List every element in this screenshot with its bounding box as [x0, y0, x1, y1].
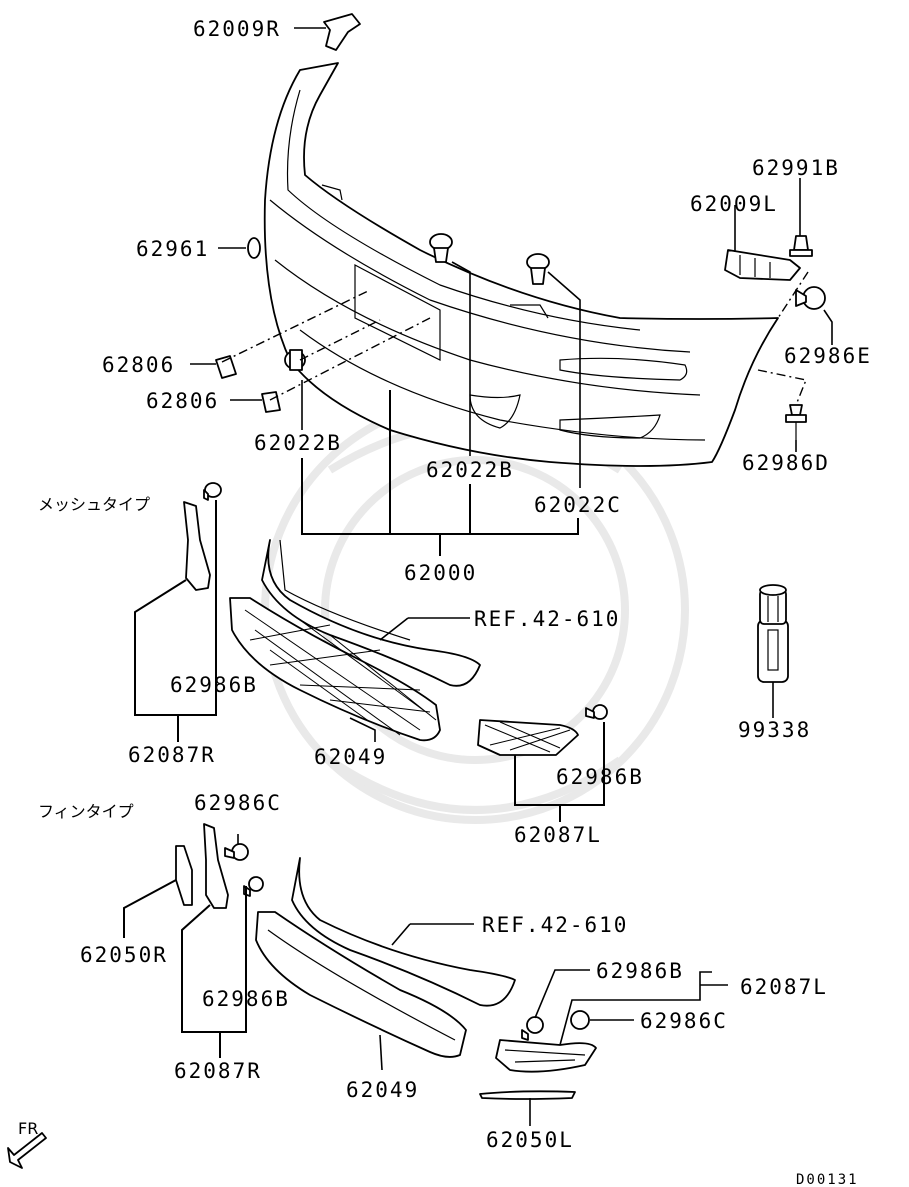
- label-62986B-c: 62986B: [596, 959, 684, 983]
- screw-62986E-part[interactable]: [795, 286, 826, 310]
- screw-62986C-b[interactable]: [570, 1010, 590, 1030]
- label-62050R: 62050R: [80, 943, 168, 967]
- grille-fin-62049[interactable]: [255, 911, 467, 1058]
- label-ref-42-610-b: REF.42-610: [482, 913, 628, 937]
- label-62991B: 62991B: [752, 156, 840, 180]
- label-99338: 99338: [738, 718, 811, 742]
- nut-62806-b-part[interactable]: [261, 391, 281, 413]
- plug-62961-part[interactable]: [247, 237, 261, 259]
- screw-62986C-a[interactable]: [224, 843, 249, 861]
- label-62986C-a: 62986C: [194, 791, 282, 815]
- label-62000: 62000: [404, 561, 477, 585]
- label-62806-a: 62806: [102, 353, 175, 377]
- label-62806-b: 62806: [146, 389, 219, 413]
- clip-62022C-part[interactable]: [526, 253, 550, 285]
- label-62961: 62961: [136, 237, 209, 261]
- screw-62986B-a[interactable]: [203, 482, 222, 501]
- label-62049-a: 62049: [314, 745, 387, 769]
- clip-62991B-part[interactable]: [789, 235, 813, 257]
- paint-99338[interactable]: [757, 584, 789, 683]
- label-62049-b: 62049: [346, 1078, 419, 1102]
- front-direction-arrow-icon: [7, 1132, 47, 1169]
- section-fin-type: フィンタイプ: [38, 802, 134, 821]
- label-62087R-a: 62087R: [128, 743, 216, 767]
- label-62022B-b: 62022B: [426, 458, 514, 482]
- label-62986D: 62986D: [742, 451, 830, 475]
- clip-62022B-lower-part[interactable]: [284, 349, 306, 371]
- bracket-62087R-mesh[interactable]: [183, 501, 211, 591]
- label-62986B-a: 62986B: [170, 673, 258, 697]
- bracket-62087R-fin[interactable]: [203, 823, 229, 909]
- section-mesh-type: メッシュタイプ: [38, 495, 150, 514]
- bracket-62009L-part[interactable]: [724, 249, 801, 281]
- label-62022B-a: 62022B: [254, 431, 342, 455]
- label-ref-42-610-a: REF.42-610: [474, 607, 620, 631]
- label-62087R-b: 62087R: [174, 1059, 262, 1083]
- label-62986C-b: 62986C: [640, 1009, 728, 1033]
- diagram-code: D00131: [796, 1172, 859, 1187]
- clip-62022B-upper-part[interactable]: [429, 233, 453, 263]
- label-62087L-b: 62087L: [740, 975, 828, 999]
- label-62087L-a: 62087L: [514, 823, 602, 847]
- lower-lip-fin-ref[interactable]: [291, 857, 516, 1007]
- grille-mesh-62087L[interactable]: [477, 719, 579, 756]
- label-62022C: 62022C: [534, 493, 622, 517]
- bracket-62087L-fin[interactable]: [495, 1039, 597, 1073]
- label-62050L: 62050L: [486, 1128, 574, 1152]
- label-62009R: 62009R: [193, 17, 281, 41]
- label-62986B-d: 62986B: [202, 987, 290, 1011]
- molding-62050R[interactable]: [175, 845, 193, 906]
- direction-label-fr: FR: [18, 1119, 38, 1138]
- screw-62986D-part[interactable]: [785, 404, 807, 440]
- molding-62050L[interactable]: [479, 1090, 576, 1100]
- screw-62986B-d[interactable]: [521, 1016, 544, 1041]
- label-62986E: 62986E: [784, 344, 872, 368]
- label-62009L: 62009L: [690, 192, 778, 216]
- lower-lip-mesh-ref[interactable]: [261, 539, 481, 687]
- screw-62986B-b[interactable]: [585, 704, 608, 720]
- bracket-62009R-part[interactable]: [323, 13, 361, 51]
- front-bumper-62000[interactable]: [263, 62, 779, 467]
- nut-62806-a-part[interactable]: [215, 355, 237, 379]
- label-62986B-b: 62986B: [556, 765, 644, 789]
- grille-mesh-62049[interactable]: [229, 597, 441, 742]
